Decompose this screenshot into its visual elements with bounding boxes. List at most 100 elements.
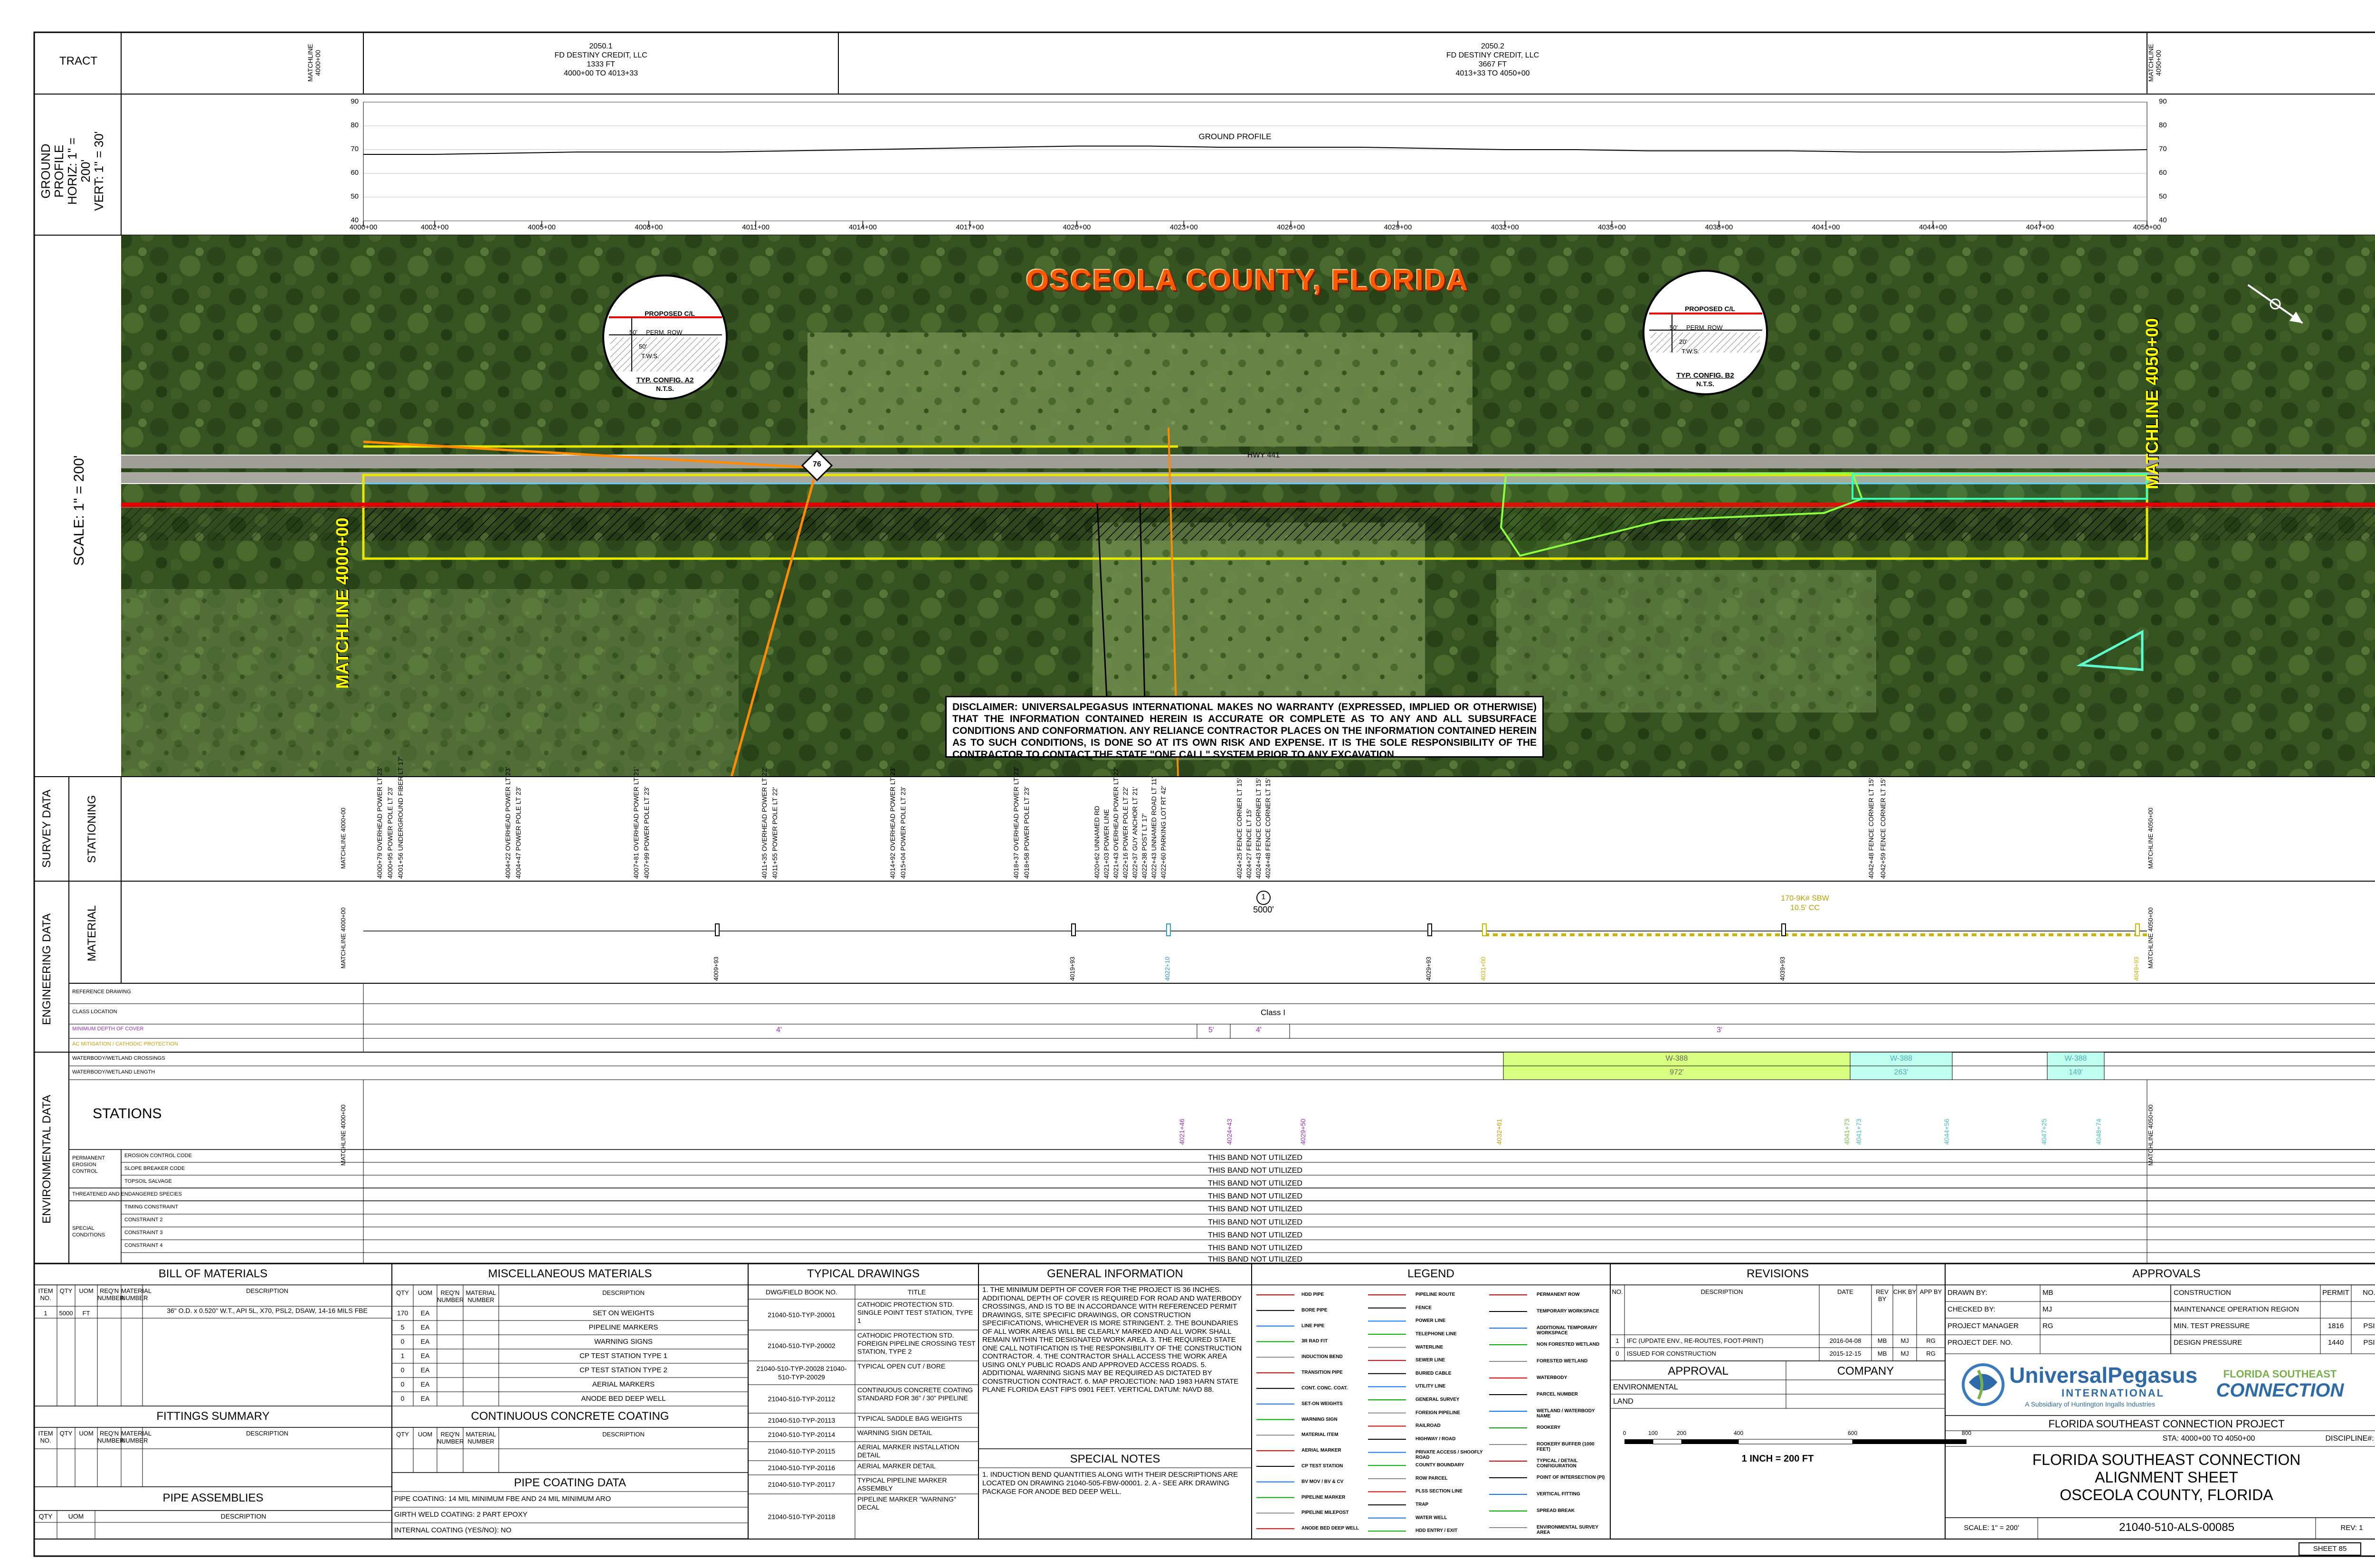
survey-band <box>34 776 2375 882</box>
survey-station-entry: 4024+25 FENCE CORNER LT 15' <box>1235 778 1243 879</box>
eng-matchline-left: MATCHLINE 4000+00 <box>340 907 347 969</box>
band-not-utilized: THIS BAND NOT UTILIZED <box>1208 1218 1302 1226</box>
material-station-tick <box>1166 923 1171 936</box>
typical-dwg-no: 21040-510-TYP-20113 <box>768 1416 836 1424</box>
misc-desc: WARNING SIGNS <box>594 1338 653 1346</box>
legend-item: ROOKERY <box>1537 1425 1561 1430</box>
inset-tws: T.W.S. <box>1682 348 1700 355</box>
material-station-label: 4049+93 <box>2133 957 2140 981</box>
legend-item: CONT. CONC. COAT. <box>1302 1385 1348 1391</box>
tract-label: TRACT <box>59 55 97 67</box>
legend-item: PRIVATE ACCESS / SHOOFLY ROAD <box>1416 1449 1483 1460</box>
revisions-header: REV BY <box>1876 1288 1889 1302</box>
legend-title: LEGEND <box>1407 1267 1454 1280</box>
revision-date: 2015-12-15 <box>1829 1350 1862 1357</box>
misc-qty: 0 <box>400 1395 405 1402</box>
env-station-label: 4044+56 <box>1943 1119 1950 1145</box>
logo-sub: INTERNATIONAL <box>2062 1387 2165 1399</box>
bom-title: BILL OF MATERIALS <box>158 1267 268 1280</box>
profile-station-label: 4017+00 <box>956 223 984 231</box>
drawing-number: 21040-510-ALS-00085 <box>2119 1521 2234 1534</box>
typical-dwg-no: 21040-510-TYP-20002 <box>768 1341 836 1349</box>
special-row-label: CONSTRAINT 2 <box>124 1217 163 1223</box>
legend-item: LINE PIPE <box>1302 1323 1325 1329</box>
misc-uom: EA <box>420 1352 430 1359</box>
misc-header: REQ'N NUMBER <box>437 1289 464 1303</box>
scale-bar-tick: 400 <box>1733 1430 1744 1436</box>
misc-uom: EA <box>420 1380 430 1388</box>
bottom-tables <box>34 1264 2375 1556</box>
engineering-row-label: CLASS LOCATION <box>72 1009 117 1015</box>
fittings-header: UOM <box>79 1430 94 1437</box>
env-matchline-left: MATCHLINE 4000+00 <box>340 1104 347 1166</box>
revision-chk-by: MJ <box>1900 1350 1909 1357</box>
legend-item: CP TEST STATION <box>1302 1463 1343 1469</box>
revisions-header: DATE <box>1837 1288 1853 1295</box>
legend-item: ADDITIONAL TEMPORARY WORKSPACE <box>1537 1325 1597 1336</box>
approval-value2: 1440 <box>2328 1339 2344 1347</box>
legend-item: PARCEL NUMBER <box>1537 1392 1578 1397</box>
survey-matchline-left: MATCHLINE 4000+00 <box>340 808 347 869</box>
tract-matchline-right: MATCHLINE 4050+00 <box>2147 44 2162 82</box>
profile-y-tick-left: 50 <box>351 192 359 200</box>
typical-header: TITLE <box>907 1288 926 1296</box>
special-row-label: TIMING CONSTRAINT <box>124 1204 179 1210</box>
typical-dwg-no: 21040-510-TYP-20001 <box>768 1311 836 1319</box>
concrete-title: CONTINUOUS CONCRETE COATING <box>471 1410 669 1423</box>
wetland-crossing-length: 263' <box>1894 1068 1909 1076</box>
pipe-assemblies-header: QTY <box>38 1512 53 1520</box>
inset-proposed-cl: PROPOSED C/L <box>1685 305 1735 313</box>
legend-item: NON FORESTED WETLAND <box>1537 1342 1600 1347</box>
misc-desc: SET ON WEIGHTS <box>592 1309 655 1317</box>
survey-station-entry: 4004+47 POWER POLE LT 23' <box>514 787 522 879</box>
revisions-header: CHK BY <box>1893 1288 1917 1295</box>
survey-station-entry: 4004+22 OVERHEAD POWER LT 23' <box>504 767 512 879</box>
profile-station-label: 4032+00 <box>1491 223 1519 231</box>
depth-of-cover-value: 3' <box>1717 1026 1722 1034</box>
general-info-text: 1. THE MINIMUM DEPTH OF COVER FOR THE PR… <box>982 1286 1242 1394</box>
survey-station-entry: 4011+35 OVERHEAD POWER LT 22' <box>760 767 768 879</box>
misc-uom: EA <box>420 1323 430 1331</box>
scale-bar <box>1624 1439 1966 1444</box>
legend-item: BORE PIPE <box>1302 1307 1328 1313</box>
profile-station-label: 4000+00 <box>349 223 378 231</box>
legend-item: WATERBODY <box>1537 1375 1568 1380</box>
typical-dwg-no: 21040-510-TYP-20115 <box>768 1447 836 1455</box>
profile-station-label: 4014+00 <box>848 223 877 231</box>
misc-desc: PIPELINE MARKERS <box>589 1323 658 1331</box>
typical-dwg-no: 21040-510-TYP-20028 21040-510-TYP-20029 <box>756 1365 847 1381</box>
depth-of-cover-value: 5' <box>1208 1026 1214 1034</box>
band-not-utilized: THIS BAND NOT UTILIZED <box>1208 1231 1302 1239</box>
misc-qty: 0 <box>400 1380 405 1388</box>
inset-tws: T.W.S. <box>641 352 659 360</box>
misc-qty: 1 <box>400 1352 405 1359</box>
coating-line: GIRTH WELD COATING: 2 PART EPOXY <box>394 1511 528 1519</box>
legend-item: INDUCTION BEND <box>1302 1354 1343 1360</box>
profile-label-line: PROFILE <box>52 144 66 198</box>
misc-desc: CP TEST STATION TYPE 1 <box>579 1352 668 1360</box>
special-conditions-label: CONDITIONS <box>72 1232 105 1238</box>
eng-matchline-right: MATCHLINE 4050+00 <box>2147 907 2154 969</box>
wetland-crossing-id: W-388 <box>2064 1055 2087 1063</box>
coating-title: PIPE COATING DATA <box>513 1476 627 1489</box>
profile-station-label: 4035+00 <box>1598 223 1626 231</box>
material-station-tick <box>2135 923 2140 936</box>
depth-of-cover-value: 4' <box>776 1026 782 1034</box>
revisions-header: APP BY <box>1919 1288 1942 1295</box>
typical-dwg-title: AERIAL MARKER INSTALLATION DETAIL <box>857 1443 960 1459</box>
revision-rev-by: MB <box>1877 1337 1887 1344</box>
typical-dwg-title: CATHODIC PROTECTION STD. SINGLE POINT TE… <box>857 1301 973 1324</box>
wetland-crossing-length: 972' <box>1670 1068 1684 1076</box>
material-station-tick <box>1071 923 1076 936</box>
approval-label: DRAWN BY: <box>1948 1289 1987 1297</box>
profile-station-label: 4011+00 <box>742 223 770 231</box>
engineering-row-label: AC MITIGATION / CATHODIC PROTECTION <box>72 1041 178 1047</box>
approval-value3: PSI <box>2363 1322 2375 1330</box>
profile-y-tick-left: 60 <box>351 169 359 177</box>
concrete-header: DESCRIPTION <box>602 1431 645 1438</box>
stations-label: STATIONS <box>93 1106 162 1121</box>
survey-matchline-right: MATCHLINE 4050+00 <box>2147 808 2154 869</box>
survey-station-entry: 4021+43 OVERHEAD POWER LT 22' <box>1112 767 1120 879</box>
typical-dwg-title: PIPELINE MARKER "WARNING" DECAL <box>857 1495 956 1511</box>
legend-item: TRANSITION PIPE <box>1302 1370 1343 1376</box>
